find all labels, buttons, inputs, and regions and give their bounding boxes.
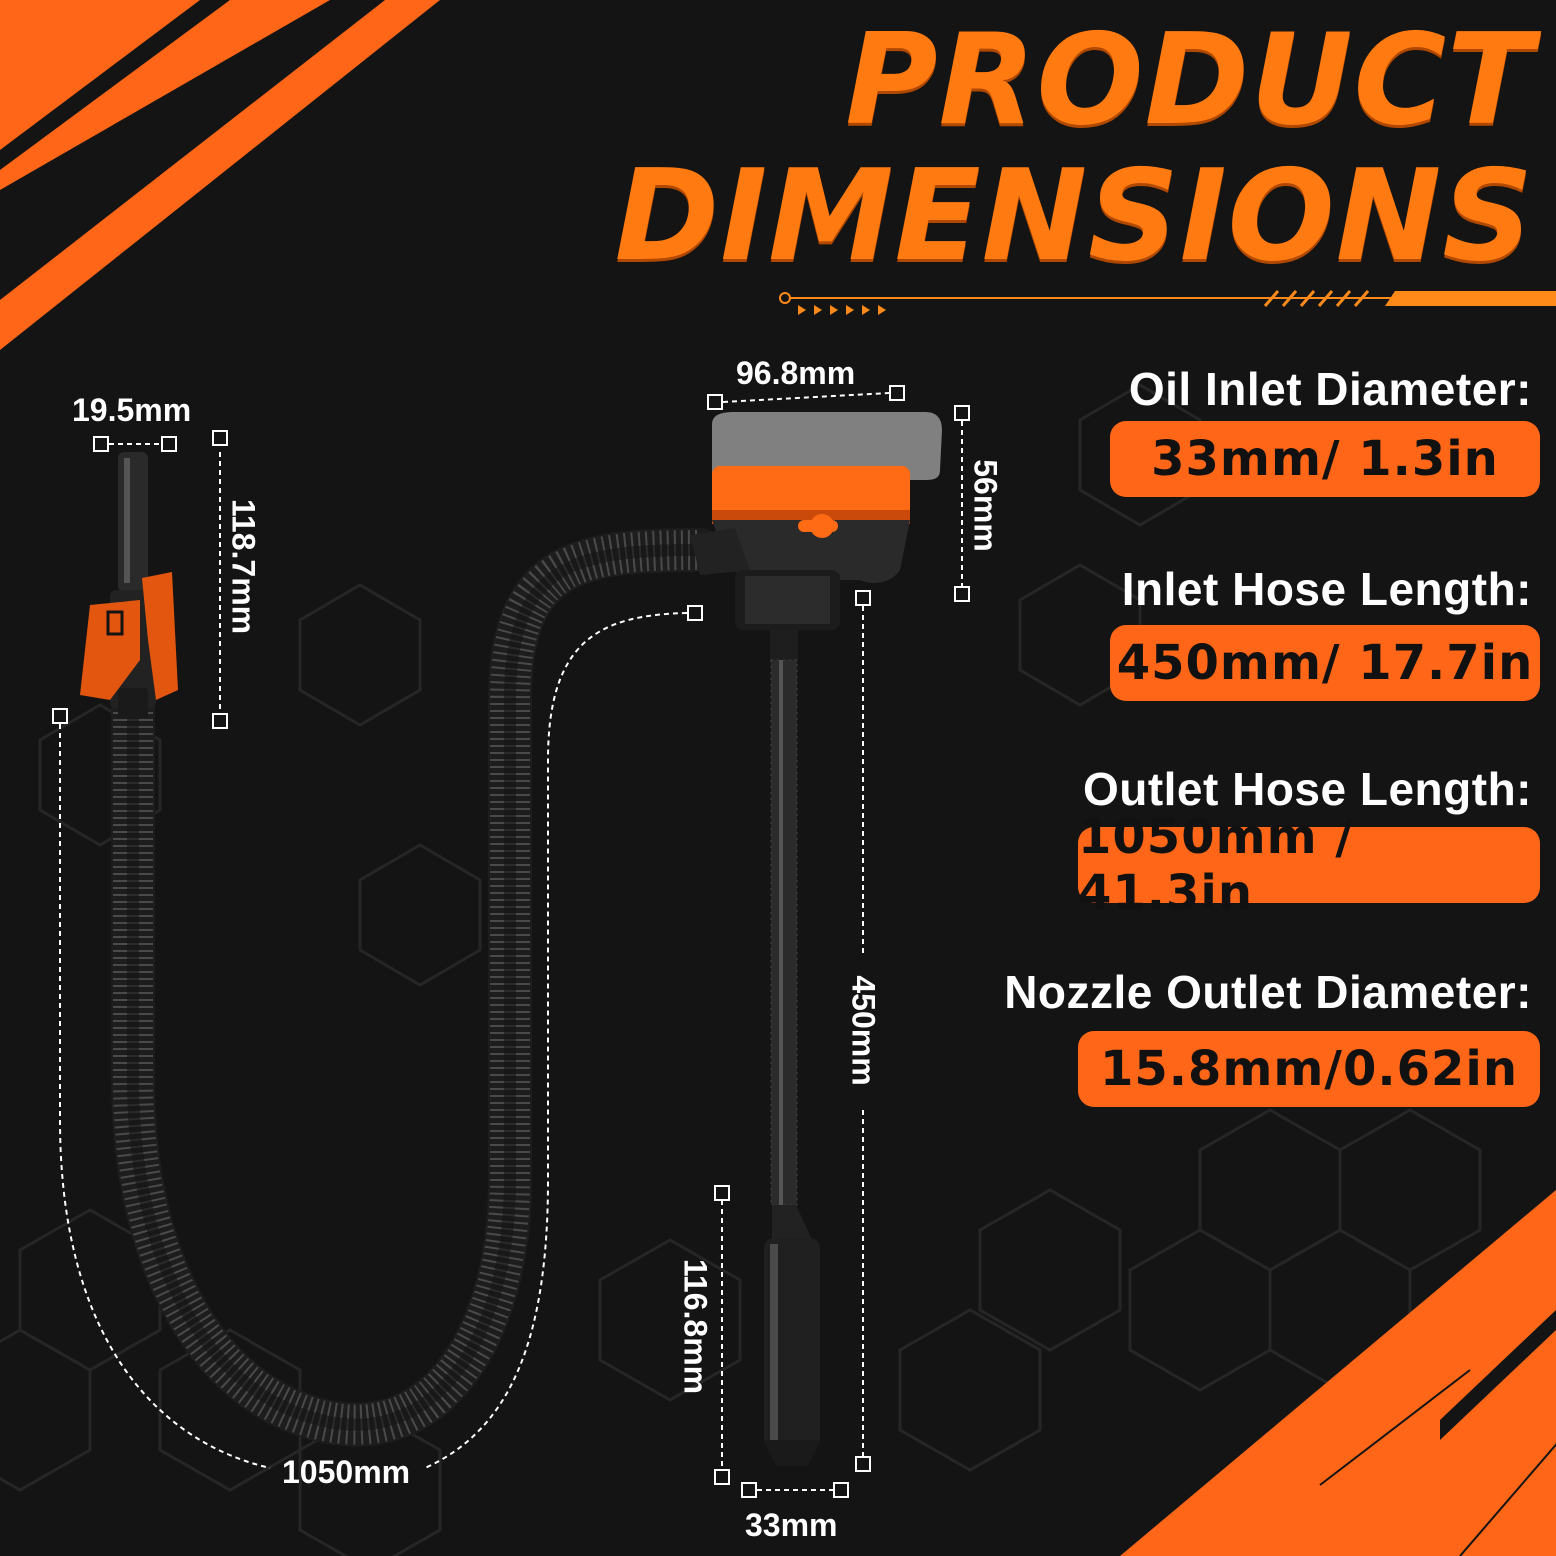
dim-label-nozzle-length: 118.7mm [225,498,262,635]
dimension-guides [52,385,970,1498]
spec-value-inlet-hose-length: 450mm/ 17.7in [1110,625,1540,701]
spec-label-oil-inlet-diameter: Oil Inlet Diameter: [1128,363,1532,415]
dim-label-filter-length: 116.8mm [677,1258,714,1395]
spec-value-oil-inlet-diameter: 33mm/ 1.3in [1110,421,1540,497]
dim-label-nozzle-width: 19.5mm [72,392,192,428]
title-line-2: DIMENSIONS [614,142,1534,289]
title-divider [779,290,1556,315]
title-line-1: PRODUCT [845,6,1534,153]
pump-product-illustration [80,412,942,1466]
top-left-stripes [0,0,440,350]
dim-label-inlet-tube-length: 450mm [845,975,882,1086]
spec-value-nozzle-outlet-diameter: 15.8mm/0.62in [1078,1031,1540,1107]
inlet-tube [764,630,820,1466]
bottom-right-stripes [1120,1190,1556,1556]
nozzle [80,452,178,718]
dim-label-pump-width: 96.8mm [736,355,856,391]
dim-label-filter-width: 33mm [745,1507,838,1543]
spec-value-outlet-hose-length: 1050mm / 41.3in [1078,809,1540,921]
dim-label-outlet-hose-length: 1050mm [282,1454,411,1490]
outlet-hose [111,528,722,1447]
pump-head [690,412,942,630]
spec-label-inlet-hose-length: Inlet Hose Length: [1121,563,1532,615]
spec-label-nozzle-outlet-diameter: Nozzle Outlet Diameter: [1004,966,1532,1018]
spec-label-outlet-hose-length: Outlet Hose Length: [1082,763,1532,815]
dim-label-pump-height: 56mm [967,459,1004,552]
